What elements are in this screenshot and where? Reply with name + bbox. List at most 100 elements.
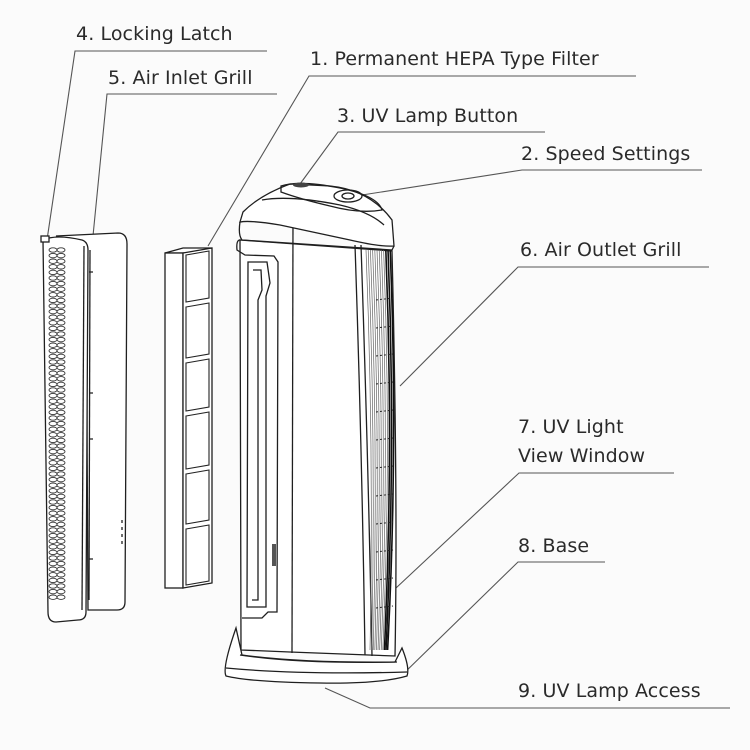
grill-slot [56,476,66,483]
grill-slot [56,510,66,516]
label-locking-latch: 4. Locking Latch [76,23,233,45]
grill-slot [56,493,66,500]
grill-slot [56,544,66,550]
grill-slot [56,532,66,539]
grill-slot [56,314,66,320]
outlet-slat [365,249,372,651]
outlet-crossbar [375,577,394,581]
outlet-crossbar [375,409,394,413]
label-hepa-filter: 1. Permanent HEPA Type Filter [310,48,599,70]
grill-slot [56,297,66,304]
inlet-grill-slots [48,247,66,600]
grill-slot [56,392,66,399]
grill-slot [56,538,66,544]
label-uv-lamp-button: 3. UV Lamp Button [337,105,519,127]
filter-cell [185,250,210,303]
outlet-slat [383,249,391,651]
grill-slot [56,583,66,589]
leader-uv-lamp-button [299,131,545,185]
grill-slot [56,594,66,600]
label-base: 8. Base [518,535,590,557]
outlet-slat [386,249,395,651]
grill-slot [56,549,66,556]
grill-slot [56,432,66,438]
uv-light-view-window [272,544,276,566]
grill-slot [56,420,66,427]
leader-speed-settings [361,169,702,196]
grill-slot [56,409,66,416]
grill-slot [56,555,66,561]
grill-slot [56,303,66,309]
grill-slot [56,348,66,354]
grill-slot [56,264,66,270]
grill-slot [56,577,66,584]
leader-base [399,561,605,678]
grill-slot [56,286,66,292]
grill-slot [56,398,66,404]
outlet-slat [372,249,378,651]
grill-slot [56,482,66,488]
grill-slot [56,381,66,388]
filter-cell [185,411,210,470]
label-uv-light: 7. UV Light [518,416,624,438]
grill-slot [56,560,66,567]
outlet-crossbar [375,465,394,469]
grill-slot [56,527,66,533]
outlet-crossbar [375,297,394,301]
grill-slot [56,336,66,343]
outlet-slat [374,249,380,651]
grill-slot [56,280,66,287]
grill-slot [56,353,66,360]
air-outlet-grill [365,249,395,651]
leader-air-inlet-grill [91,93,277,247]
label-uv-lamp-access: 9. UV Lamp Access [518,680,701,702]
outlet-crossbar [375,605,394,609]
grill-slot [56,370,66,376]
leader-lines [46,50,730,709]
grill-slot [56,404,66,410]
leader-locking-latch [46,50,267,241]
grill-slot [56,443,66,449]
air-inlet-grill-panel [40,232,128,623]
grill-slot [56,504,66,511]
outlet-slat [367,249,374,651]
grill-slot [56,247,66,253]
grill-slot [56,448,66,455]
locking-latch [40,235,50,243]
grill-slot [56,566,66,572]
filter-cells [185,250,210,586]
label-view-window: View Window [518,445,646,467]
grill-slot [56,426,66,432]
grill-slot [56,387,66,393]
outlet-crossbar [375,521,394,525]
grill-slot [56,364,66,371]
grill-slot [56,292,66,298]
filter-cell [185,302,210,359]
outlet-crossbar [375,549,394,553]
grill-slot [56,269,66,276]
grill-slot [56,521,66,528]
grill-slot [56,320,66,326]
grill-slot [56,499,66,505]
outlet-slat [385,249,393,651]
grill-slot [56,308,66,315]
grill-slot [56,516,66,522]
grill-slot [56,275,66,281]
grill-slot [56,376,66,382]
grill-slot [56,342,66,348]
outlet-slat [370,249,376,651]
grill-slot [56,252,66,259]
label-air-outlet-grill: 6. Air Outlet Grill [520,239,682,261]
outlet-slat [382,249,388,651]
speed-settings-dial [333,189,363,203]
outlet-crossbar [375,437,394,441]
label-air-inlet-grill: 5. Air Inlet Grill [108,67,253,89]
grill-slot [56,465,66,472]
hepa-filter [164,247,213,589]
filter-cell [185,358,210,412]
outlet-crossbar [375,493,394,497]
top-cap [239,183,395,247]
grill-slot [56,359,66,365]
